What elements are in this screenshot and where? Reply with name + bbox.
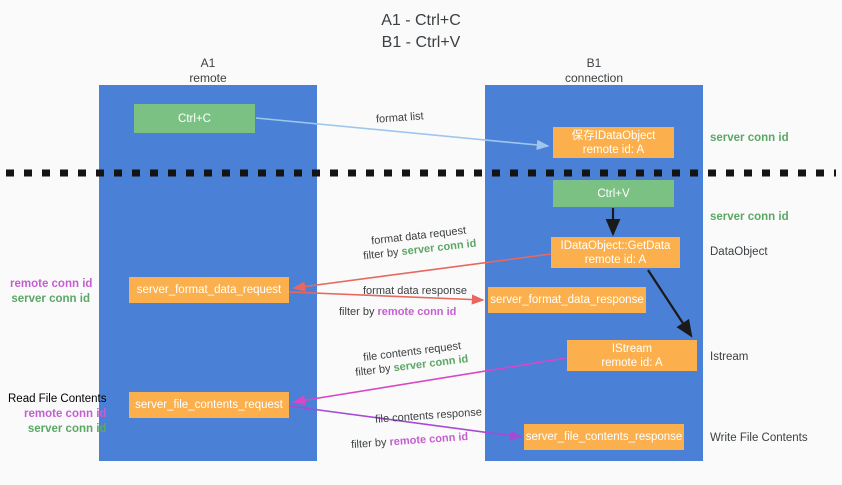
page-title: A1 - Ctrl+C B1 - Ctrl+V xyxy=(0,10,842,54)
node-idataobject-line2: remote id: A xyxy=(582,143,645,156)
lane-header-b1-name: B1 xyxy=(586,56,602,70)
lane-header-a1: A1 remote xyxy=(99,56,317,86)
edge-label-fdr-filter-prefix: filter by xyxy=(362,246,403,263)
annotation-server-conn-id-2: server conn id xyxy=(27,423,107,435)
node-ctrl-v-label: Ctrl+V xyxy=(597,187,630,200)
edge-label-fcr-filter-prefix: filter by xyxy=(354,362,395,379)
title-line-1: A1 - Ctrl+C xyxy=(381,12,461,29)
edge-label-format-data-response-filter: filter by remote conn id xyxy=(339,305,456,320)
annotation-data-object: DataObject xyxy=(710,246,768,258)
node-ctrl-c-label: Ctrl+C xyxy=(178,112,211,125)
node-server-file-contents-response[interactable]: server_file_contents_response xyxy=(524,424,684,450)
lane-header-b1-sub: connection xyxy=(564,71,624,85)
edge-label-fdresp-filter-value: remote conn id xyxy=(377,306,457,318)
lane-header-a1-name: A1 xyxy=(200,56,216,70)
edge-label-format-list: format list xyxy=(375,110,425,126)
annotation-remote-conn-id-1: remote conn id xyxy=(10,278,93,290)
annotation-write-file-contents: Write File Contents xyxy=(710,432,808,444)
node-istream-line2: remote id: A xyxy=(601,356,663,369)
title-line-2: B1 - Ctrl+V xyxy=(381,34,461,51)
node-server-file-contents-request[interactable]: server_file_contents_request xyxy=(129,392,289,418)
node-istream-line1: IStream xyxy=(611,342,653,355)
edge-label-file-contents-response-filter: filter by remote conn id xyxy=(351,430,469,453)
node-getdata-line2: remote id: A xyxy=(584,253,647,266)
node-server-format-data-response[interactable]: server_format_data_response xyxy=(488,287,646,313)
annotation-remote-conn-id-2: remote conn id xyxy=(24,408,107,420)
annotation-server-conn-id-mid: server conn id xyxy=(710,211,789,223)
annotation-conn-ids-format: remote conn id server conn id xyxy=(10,277,93,307)
lane-header-a1-sub: remote xyxy=(189,71,227,85)
annotation-server-conn-id-top: server conn id xyxy=(710,132,789,144)
node-server-file-contents-request-label: server_file_contents_request xyxy=(135,399,283,411)
node-server-file-contents-response-label: server_file_contents_response xyxy=(525,431,683,443)
node-server-format-data-request[interactable]: server_format_data_request xyxy=(129,277,289,303)
edge-label-fcresp-filter-value: remote conn id xyxy=(389,430,469,449)
annotation-read-file-contents: Read File Contents xyxy=(8,393,107,405)
lane-header-b1: B1 connection xyxy=(485,56,703,86)
annotation-istream: Istream xyxy=(710,351,749,363)
edge-label-fcresp-filter-prefix: filter by xyxy=(350,436,390,452)
node-idataobject[interactable]: 保存IDataObject remote id: A xyxy=(553,127,674,158)
annotation-server-conn-id-1: server conn id xyxy=(11,293,90,305)
node-server-format-data-request-label: server_format_data_request xyxy=(136,284,282,296)
node-idataobject-line1: 保存IDataObject xyxy=(571,129,656,142)
node-getdata-line1: IDataObject::GetData xyxy=(560,239,671,252)
edge-label-format-data-response: format data response xyxy=(363,285,467,297)
node-ctrl-v[interactable]: Ctrl+V xyxy=(553,180,674,207)
edge-label-fdresp-filter-prefix: filter by xyxy=(339,306,378,318)
node-idataobject-getdata[interactable]: IDataObject::GetData remote id: A xyxy=(551,237,680,268)
node-ctrl-c[interactable]: Ctrl+C xyxy=(134,104,255,133)
edge-label-file-contents-response: file contents response xyxy=(374,406,483,426)
annotation-read-file-contents-group: Read File Contents remote conn id server… xyxy=(8,392,106,437)
node-istream[interactable]: IStream remote id: A xyxy=(567,340,697,371)
node-server-format-data-response-label: server_format_data_response xyxy=(490,294,644,306)
